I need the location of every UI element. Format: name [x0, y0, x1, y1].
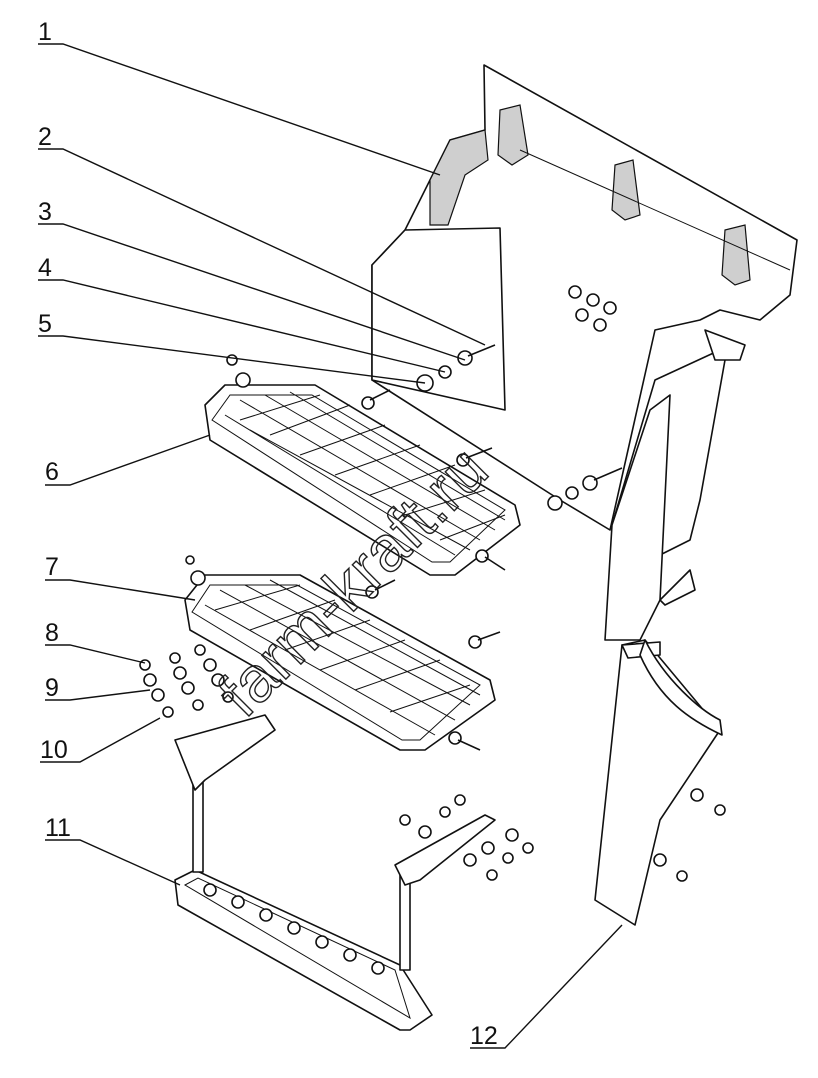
callout-12: 12	[470, 1022, 498, 1050]
part-1-housing	[371, 64, 798, 641]
callout-6: 6	[45, 458, 59, 486]
callout-4: 4	[38, 254, 52, 282]
part-7-lower-step	[184, 574, 496, 751]
callout-2: 2	[38, 123, 52, 151]
fasteners	[139, 344, 623, 881]
callout-3: 3	[38, 198, 52, 226]
callout-labels: 1 2 3 4 5 6 7 8 9 10 11 12	[38, 18, 498, 1050]
callout-7: 7	[45, 553, 59, 581]
leader-lines	[38, 43, 623, 1049]
callout-8: 8	[45, 619, 59, 647]
callout-1: 1	[38, 18, 52, 46]
callout-11: 11	[45, 814, 71, 842]
part-11-bottom-step	[174, 714, 496, 1031]
callout-5: 5	[38, 310, 52, 338]
part-12-mudflap	[594, 639, 726, 926]
callout-10: 10	[40, 736, 68, 764]
callout-9: 9	[45, 674, 59, 702]
part-6-upper-step	[204, 384, 521, 576]
